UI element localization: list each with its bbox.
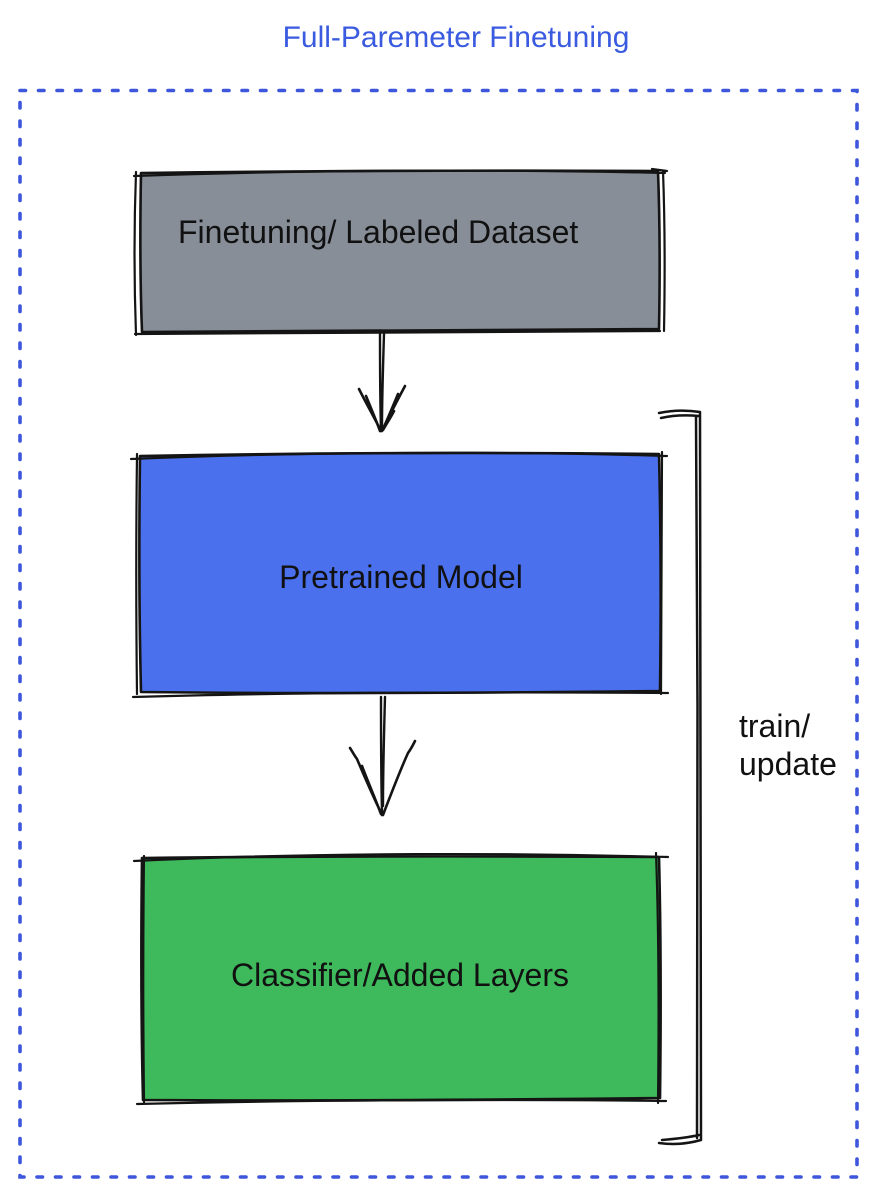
dataset-label: Finetuning/ Labeled Dataset [178, 214, 578, 250]
train-update-bracket: train/ update [657, 409, 837, 1146]
classifier-box [140, 855, 662, 1102]
classifier-label: Classifier/Added Layers [231, 957, 569, 993]
edge-dataset-to-pretrained [357, 332, 407, 433]
bracket-label-line1: train/ [739, 708, 810, 744]
arrow-1-shaft [378, 332, 386, 431]
arrow-1-head [357, 384, 407, 433]
bracket-label-line2: update [739, 746, 837, 782]
dataset-box-overdraw [132, 167, 669, 337]
node-finetuning-dataset: Finetuning/ Labeled Dataset [132, 167, 669, 337]
node-pretrained-model: Pretrained Model [129, 450, 670, 699]
arrow-2-head [348, 739, 417, 817]
arrow-2-shaft [379, 695, 387, 814]
dataset-box [139, 169, 661, 334]
bracket-path [657, 409, 703, 1146]
classifier-box-overdraw [132, 851, 670, 1106]
edge-pretrained-to-classifier [348, 695, 417, 817]
pretrained-label: Pretrained Model [279, 559, 523, 595]
pretrained-box-overdraw [129, 450, 670, 699]
page-title: Full-Paremeter Finetuning [283, 21, 630, 54]
node-classifier-added-layers: Classifier/Added Layers [132, 851, 670, 1106]
